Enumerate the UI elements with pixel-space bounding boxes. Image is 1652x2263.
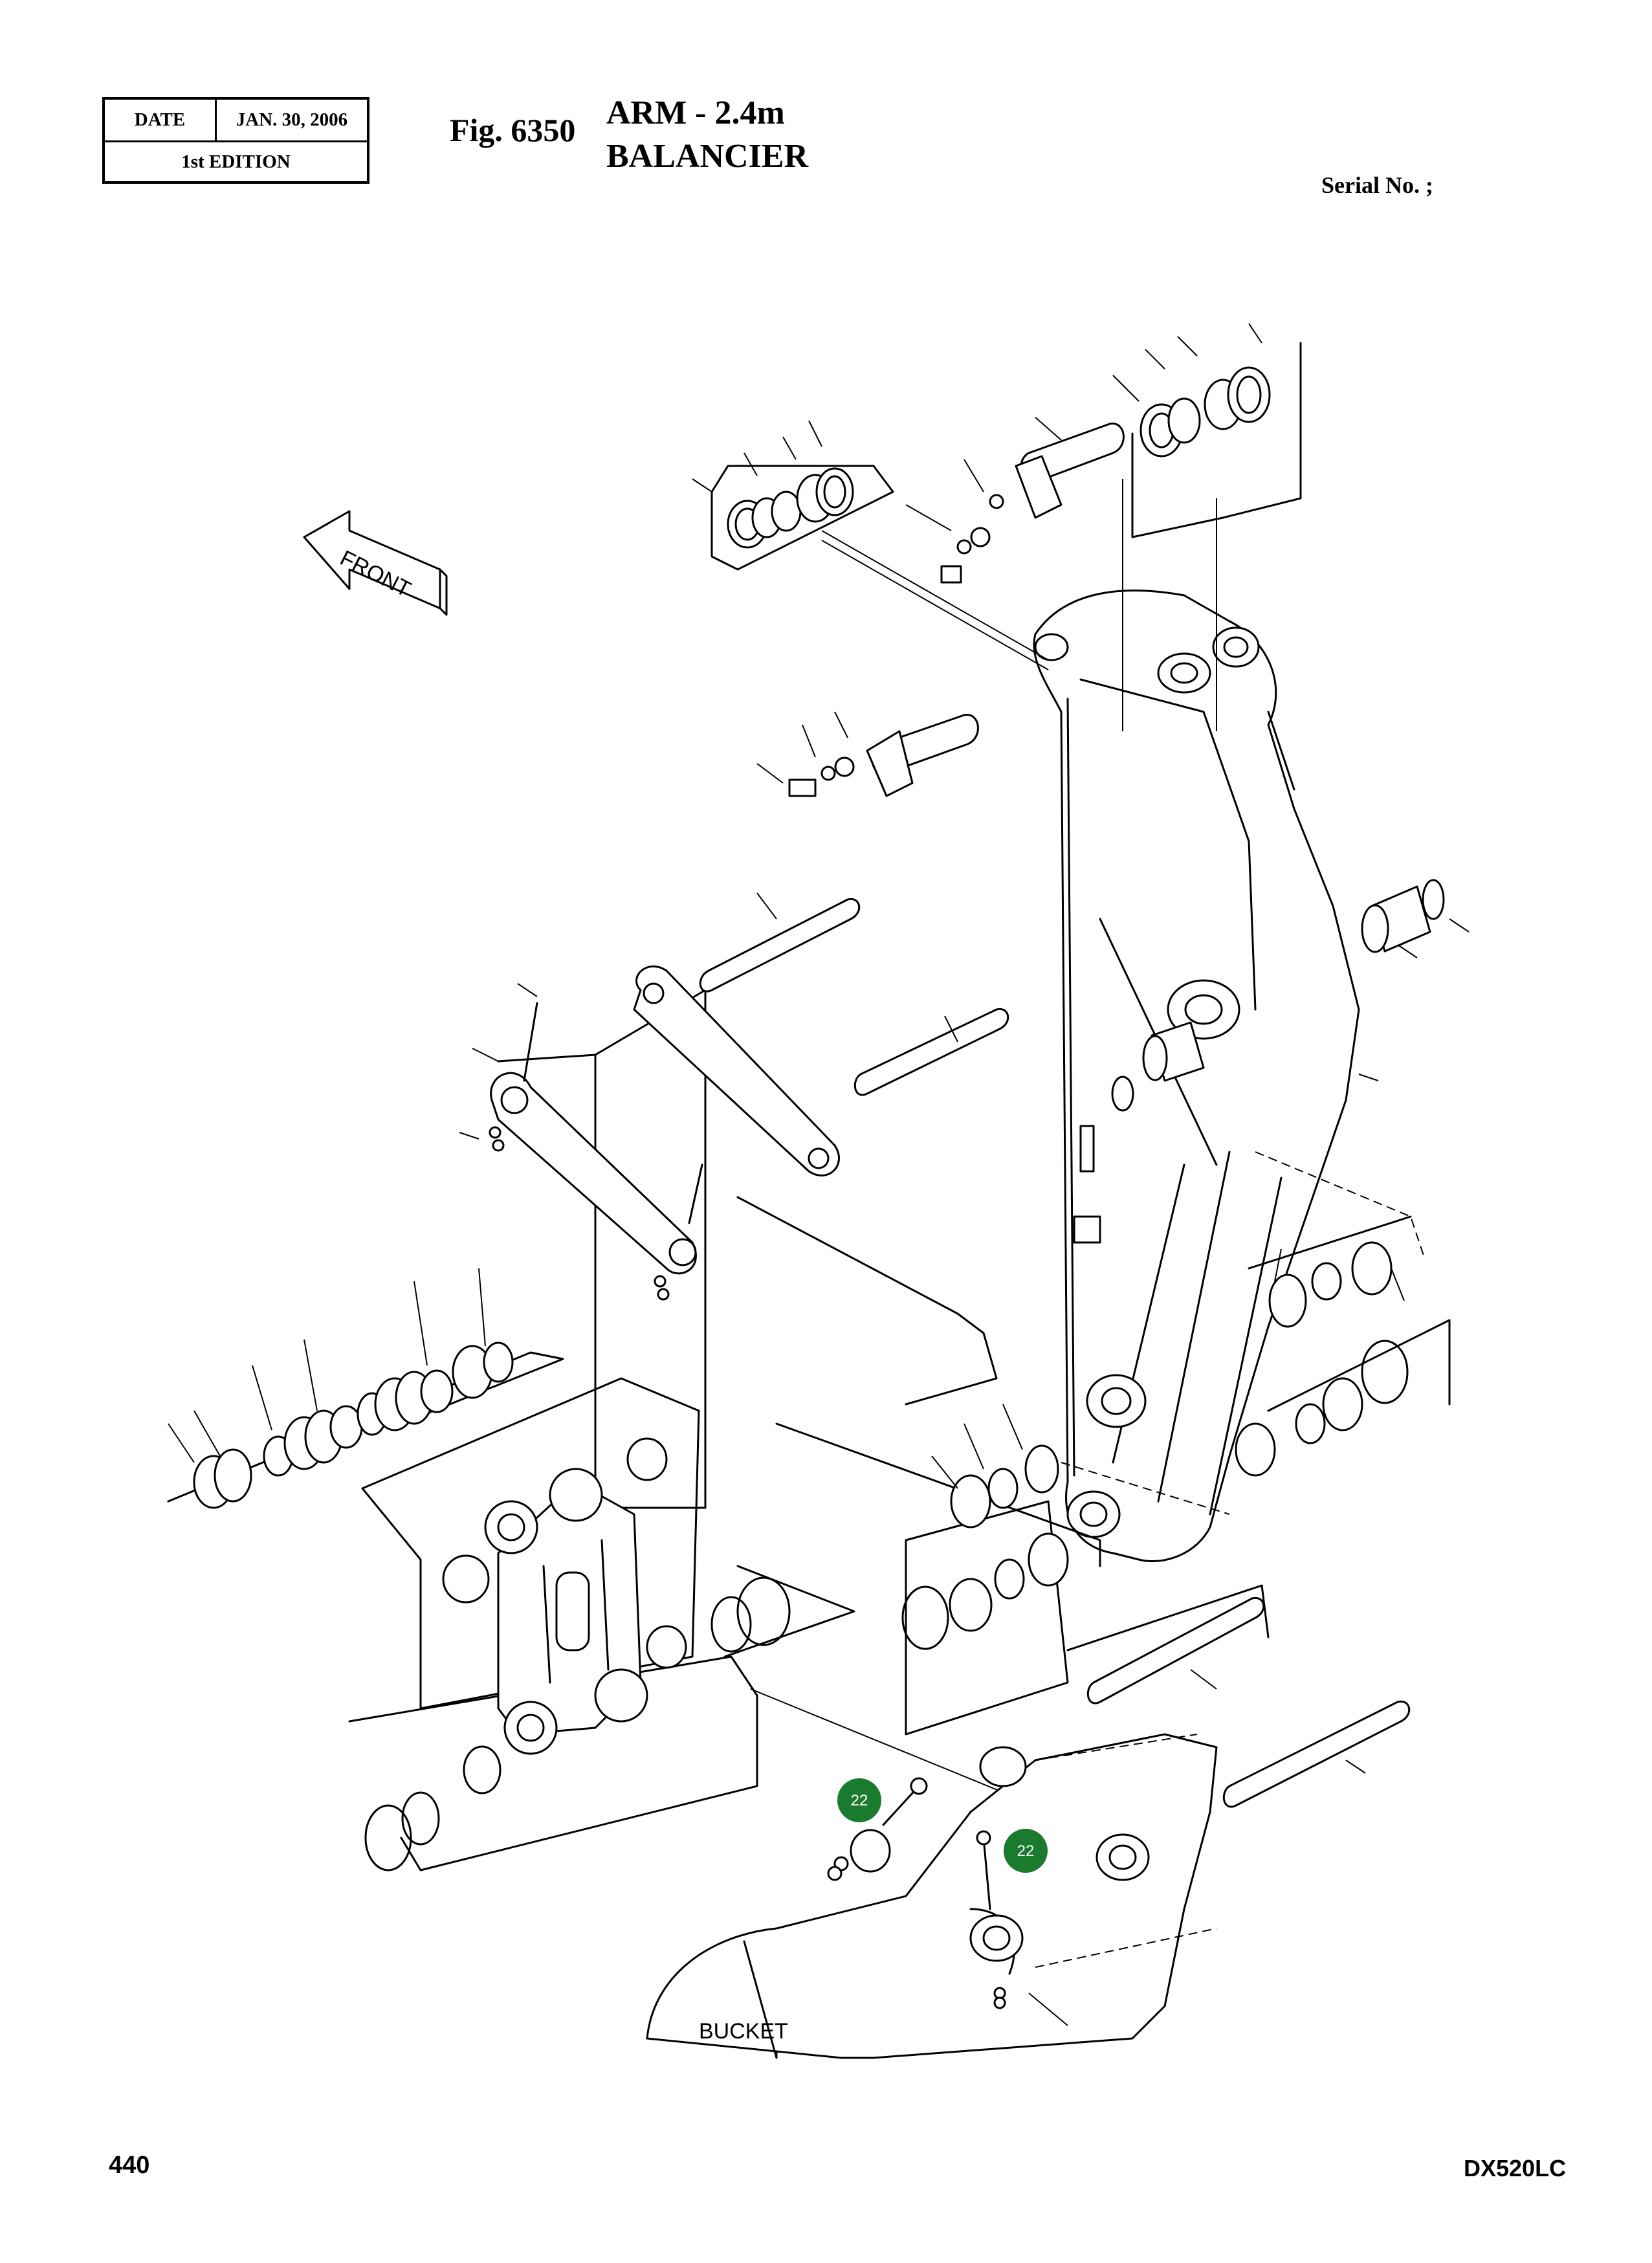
h-link [442, 1437, 687, 1794]
bushings-right [1111, 879, 1445, 1112]
serial-number-label: Serial No. ; [1321, 172, 1433, 198]
leader-lines [168, 323, 1470, 2026]
page-subtitle: BALANCIER [606, 138, 809, 175]
bucket-bolts [827, 1777, 1006, 2009]
model-number: DX520LC [1464, 2155, 1567, 2181]
edition-label: 1st EDITION [181, 151, 291, 172]
date-label: DATE [105, 100, 217, 140]
bucket-label: BUCKET [699, 2019, 788, 2044]
arm-pin-middle [788, 714, 979, 797]
page-title: ARM - 2.4m [606, 94, 785, 131]
shim-stack-left [193, 1341, 514, 1509]
arm-pin-top [940, 423, 1125, 584]
figure-number: Fig. 6350 [450, 112, 576, 148]
arm-body [1033, 590, 1360, 1563]
link-lower [489, 1002, 703, 1301]
callout-label: 22 [1017, 1842, 1035, 1860]
front-arrow: FRONT [303, 510, 448, 616]
date-edition-box: DATE JAN. 30, 2006 1st EDITION [102, 97, 369, 184]
long-pins [699, 898, 1411, 1808]
page-number: 440 [109, 2152, 150, 2179]
bucket: BUCKET [646, 1733, 1218, 2059]
callout-22-b[interactable]: 22 [1004, 1829, 1048, 1873]
seal-set-lower-right [949, 1241, 1393, 1632]
callout-label: 22 [851, 1792, 868, 1809]
date-value: JAN. 30, 2006 [236, 109, 348, 130]
callout-22-a[interactable]: 22 [837, 1778, 881, 1822]
seal-set-top-right [1140, 366, 1271, 458]
seal-set-top-left [727, 467, 854, 549]
o-rings-left [364, 1340, 1409, 1871]
link-upper [633, 966, 840, 1176]
date-row: DATE JAN. 30, 2006 [105, 100, 367, 142]
